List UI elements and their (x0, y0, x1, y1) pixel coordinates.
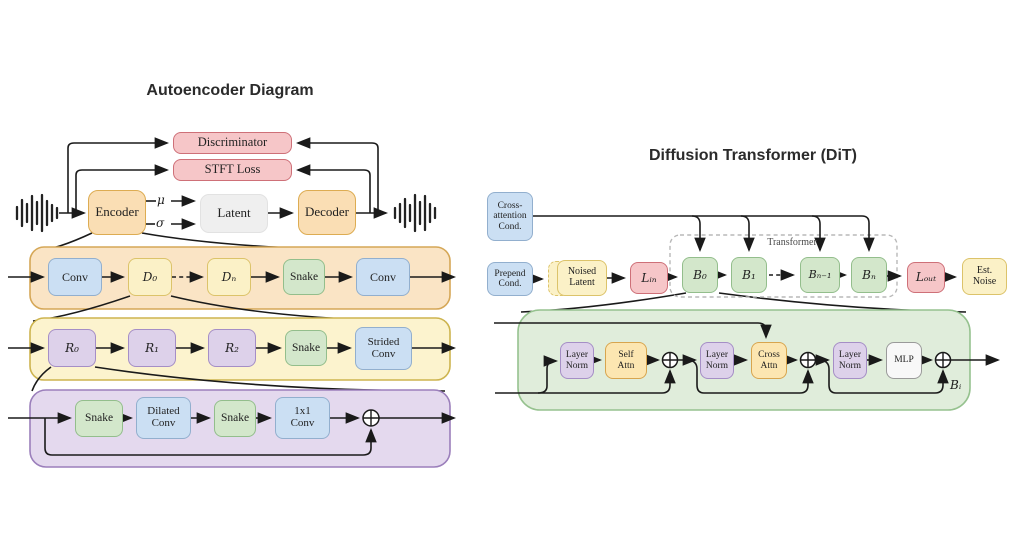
dit-block-detail-lines (494, 322, 1001, 394)
snake-b-box: Snake (214, 400, 256, 437)
snake-box: Snake (285, 330, 327, 366)
snake-a-box: Snake (75, 400, 123, 437)
mlp-box: MLP (886, 342, 922, 379)
conv-1x1-box: 1x1 Conv (275, 397, 330, 439)
transformer-group-outline (669, 234, 898, 298)
dit-flow-arrows (529, 269, 958, 285)
sum-icon (934, 351, 952, 369)
b-i-label: Bᵢ (950, 378, 962, 392)
layer-norm-1-box: Layer Norm (560, 342, 594, 379)
waveform-icon-left (15, 193, 59, 233)
sum-icon (799, 351, 817, 369)
r2-box: R₂ (208, 329, 256, 367)
dilated-conv-box: Dilated Conv (136, 397, 191, 439)
dit-conditioning-lines (533, 215, 875, 253)
residual-unit-arrows (8, 409, 457, 456)
layer-norm-3-box: Layer Norm (833, 342, 867, 379)
transformer-label: Transformer (767, 237, 817, 248)
l-out-box: Lₒᵤₜ (907, 262, 945, 293)
encoder-box: Encoder (88, 190, 146, 235)
mu-label: μ (157, 193, 165, 207)
d0-box: D₀ (128, 258, 172, 296)
snake-box: Snake (283, 259, 325, 295)
layer-norm-2-box: Layer Norm (700, 342, 734, 379)
b0-box: B₀ (682, 257, 718, 293)
stft-loss-box: STFT Loss (173, 159, 292, 181)
cross-attention-cond-box: Cross- attention Cond. (487, 192, 533, 241)
decoder-box: Decoder (298, 190, 356, 235)
strided-conv-box: Strided Conv (355, 327, 412, 370)
bn-minus-1-box: Bₙ₋₁ (800, 257, 840, 293)
autoencoder-title: Autoencoder Diagram (146, 82, 314, 99)
r1-box: R₁ (128, 329, 176, 367)
prepend-cond-box: Prepend Cond. (487, 262, 533, 296)
sum-icon (362, 409, 380, 427)
sum-icon (661, 351, 679, 369)
dn-box: Dₙ (207, 258, 251, 296)
l-in-box: Lᵢₙ (630, 262, 668, 294)
waveform-icon-right (393, 193, 437, 233)
self-attn-box: Self Attn (605, 342, 647, 379)
b1-box: B₁ (731, 257, 767, 293)
autoencoder-flow-lines (59, 137, 389, 230)
r0-box: R₀ (48, 329, 96, 367)
bn-box: Bₙ (851, 257, 887, 293)
dit-title: Diffusion Transformer (DiT) (648, 147, 857, 164)
conv-in-box: Conv (48, 258, 102, 296)
latent-box: Latent (200, 194, 268, 233)
sigma-label: σ (156, 216, 165, 230)
cross-attn-box: Cross Attn (751, 342, 787, 379)
noised-latent-box: Noised Latent (557, 260, 607, 296)
est-noise-box: Est. Noise (962, 258, 1007, 295)
discriminator-box: Discriminator (173, 132, 292, 154)
conv-out-box: Conv (356, 258, 410, 296)
